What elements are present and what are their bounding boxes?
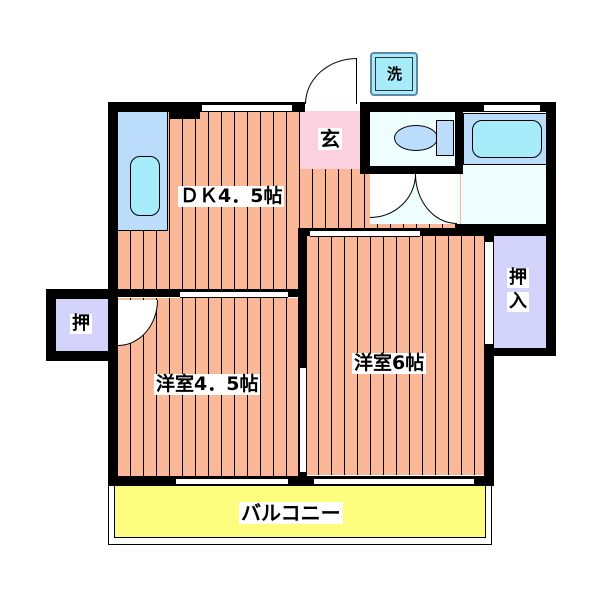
wall-bath-bottom bbox=[455, 224, 556, 232]
entrance-label: 玄 bbox=[318, 127, 342, 151]
sliding-door-hall-room-b[interactable] bbox=[310, 230, 420, 237]
kitchen-counter bbox=[118, 111, 168, 231]
western-room-b-label: 洋室6帖 bbox=[352, 352, 427, 374]
sliding-door-room-a-room-b[interactable] bbox=[299, 368, 307, 472]
closet-right-label-1: 押 bbox=[507, 267, 529, 288]
bathtub-icon bbox=[472, 120, 542, 158]
window-bath-top[interactable] bbox=[484, 104, 540, 112]
dk-label: ＤＫ4．5帖 bbox=[178, 185, 285, 207]
wall-toilet-bottom bbox=[360, 166, 463, 174]
wall-toilet-right bbox=[455, 102, 463, 174]
closet-left-label: 押 bbox=[70, 313, 92, 334]
western-room-a-label: 洋室4．5帖 bbox=[154, 373, 261, 395]
toilet-tank bbox=[436, 120, 454, 156]
washer-space: 洗 bbox=[370, 52, 418, 96]
closet-right-sliding-door[interactable] bbox=[484, 242, 494, 344]
sliding-door-dk-room-a[interactable] bbox=[180, 291, 288, 298]
sink-icon bbox=[130, 156, 160, 216]
toilet-icon bbox=[394, 125, 438, 151]
entrance-door[interactable] bbox=[305, 58, 357, 104]
washer-label: 洗 bbox=[387, 65, 403, 83]
closet-right-label-2: 入 bbox=[507, 291, 529, 312]
window-dk-top[interactable] bbox=[202, 104, 292, 112]
balcony-label: バルコニー bbox=[239, 501, 343, 525]
wall-room-divider bbox=[298, 228, 307, 486]
window-room-a-balcony[interactable] bbox=[176, 478, 288, 485]
wall-toilet-left bbox=[360, 102, 370, 172]
wall-right-upper bbox=[546, 102, 556, 232]
wall-right-lower bbox=[484, 350, 494, 486]
western-room-b-floor bbox=[306, 235, 484, 475]
wall-hall bbox=[298, 228, 556, 236]
bathtub bbox=[463, 113, 549, 165]
window-room-b-balcony[interactable] bbox=[314, 478, 474, 485]
